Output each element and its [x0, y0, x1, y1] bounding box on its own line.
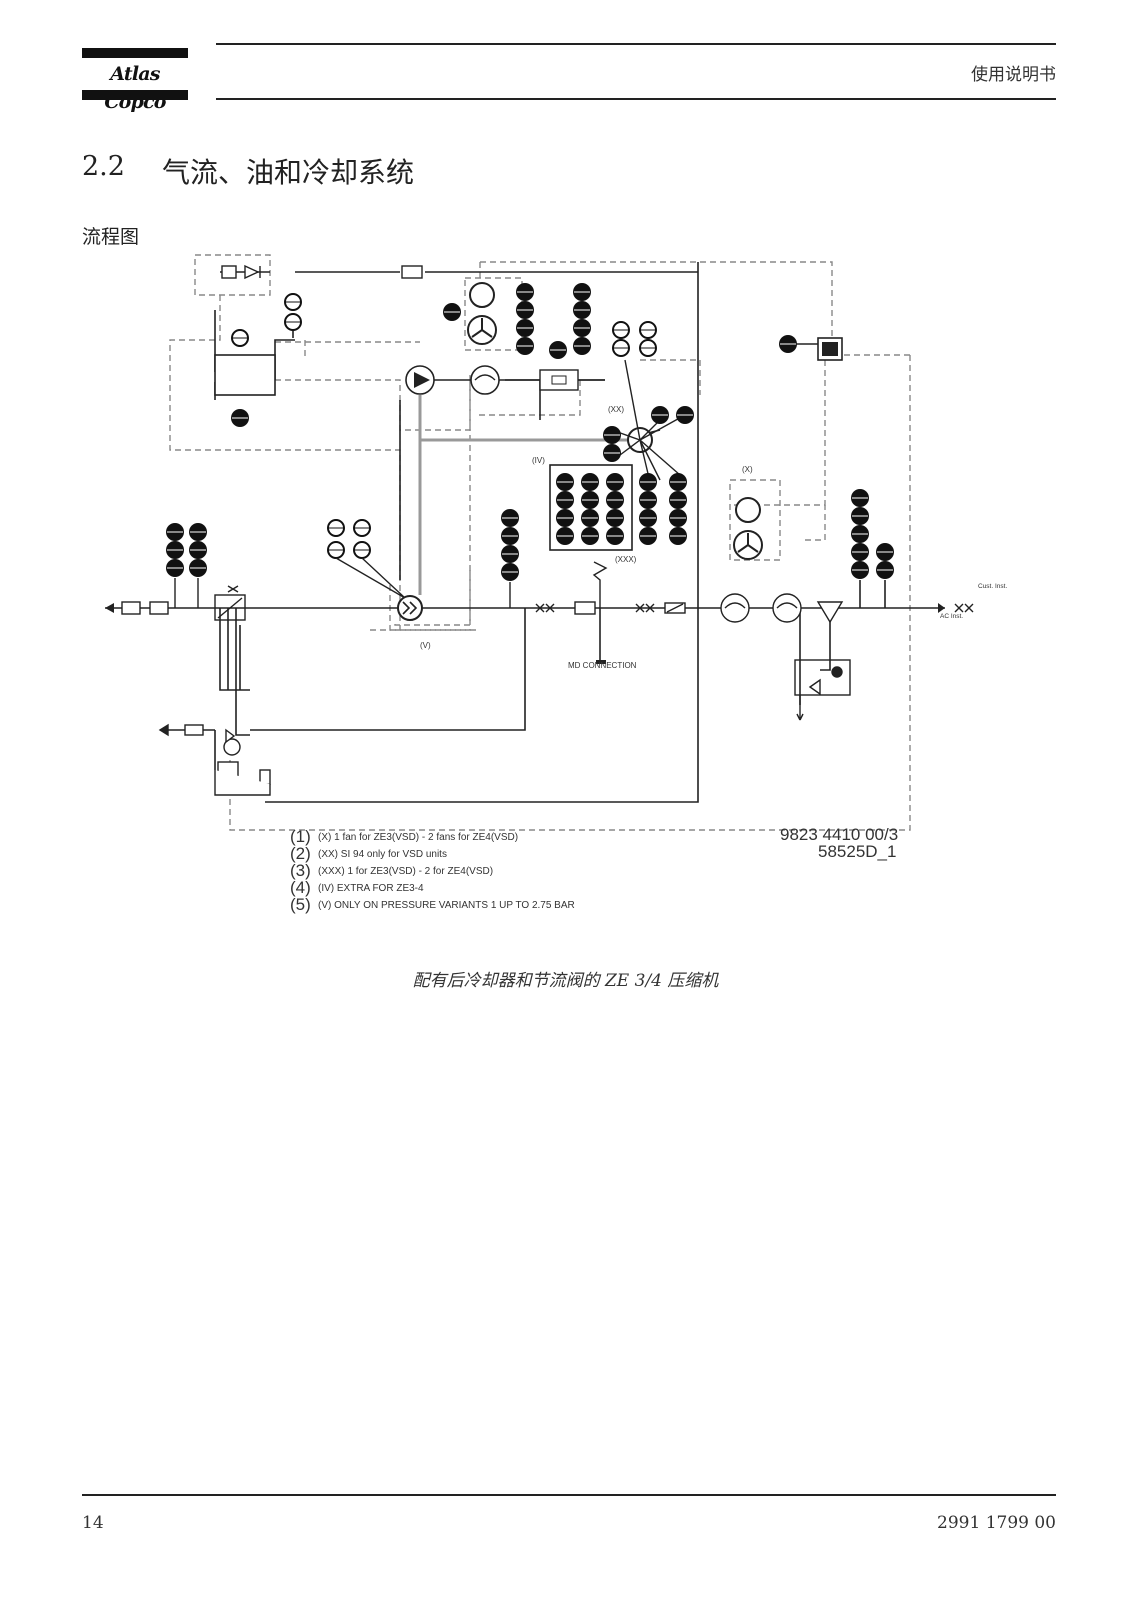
controller: [817, 337, 843, 361]
note-num-5: (5): [290, 895, 311, 914]
section-number: 2.2: [82, 151, 125, 182]
note-text-4: (IV) EXTRA FOR ZE3-4: [318, 883, 424, 894]
drawing-number: 9823 4410 00/3: [780, 825, 898, 844]
footer-rule: [82, 1494, 1056, 1496]
gauge-stack-top: [230, 282, 657, 428]
dashed-control-lines: [169, 254, 911, 831]
document-number: 2991 1799 00: [937, 1513, 1056, 1533]
drain-unit: [794, 659, 851, 721]
note-text-3: (XXX) 1 for ZE3(VSD) - 2 for ZE4(VSD): [318, 866, 493, 877]
label-cust-inst: Cust. Inst.: [978, 583, 1007, 590]
header-rule-top: [216, 43, 1056, 45]
group-iv-box: [549, 464, 633, 551]
subheading: 流程图: [82, 226, 140, 248]
note-num-3: (3): [290, 861, 311, 880]
label-iv: (IV): [532, 456, 545, 465]
note-text-5: (V) ONLY ON PRESSURE VARIANTS 1 UP TO 2.…: [318, 900, 575, 911]
note-num-1: (1): [290, 827, 311, 846]
label-ac-inst: AC Inst.: [940, 613, 963, 620]
note-text-1: (X) 1 fan for ZE3(VSD) - 2 fans for ZE4(…: [318, 832, 518, 843]
header-rule-bottom: [216, 98, 1056, 100]
document-type: 使用说明书: [971, 65, 1056, 85]
motor-junction: [611, 359, 686, 483]
note-num-4: (4): [290, 878, 311, 897]
label-md-connection: MD CONNECTION: [568, 661, 637, 670]
logo-text: Atlas Copco: [104, 63, 166, 113]
label-x: (X): [742, 465, 753, 474]
oil-pump: [405, 365, 435, 395]
section-title: 气流、油和冷却系统: [162, 156, 415, 189]
figure-caption: 配有后冷却器和节流阀的 ZE 3/4 压缩机: [412, 971, 719, 991]
label-xxx: (XXX): [615, 555, 637, 564]
group-iv-gauges: [555, 472, 625, 546]
atlas-copco-logo: Atlas Copco: [82, 48, 188, 113]
fan-motor-main: [467, 282, 497, 345]
oil-line: [418, 395, 640, 595]
note-num-2: (2): [290, 844, 311, 863]
flow-diagram: (XX) (IV) (X) (XXX) (V) MD CONNECTION Cu…: [105, 254, 1007, 914]
label-xx: (XX): [608, 405, 624, 414]
diagram-notes: (1) (X) 1 fan for ZE3(VSD) - 2 fans for …: [290, 827, 575, 914]
blow-off-valve: [221, 264, 423, 280]
inlet-components: [121, 585, 246, 621]
fan-motor-x: [729, 479, 781, 561]
note-text-2: (XX) SI 94 only for VSD units: [318, 849, 447, 860]
gauge-stack-right: [850, 488, 895, 580]
label-v: (V): [420, 641, 431, 650]
oil-heater: [539, 369, 579, 391]
gauge-stack-left: [165, 508, 520, 582]
oil-tank: [214, 354, 276, 396]
page-number: 14: [82, 1513, 104, 1533]
oil-cooler: [470, 365, 500, 395]
condensate-outlet: [158, 723, 271, 796]
drawing-code: 58525D_1: [818, 842, 896, 861]
line-components: [535, 593, 974, 624]
compressor-element: [397, 595, 423, 621]
